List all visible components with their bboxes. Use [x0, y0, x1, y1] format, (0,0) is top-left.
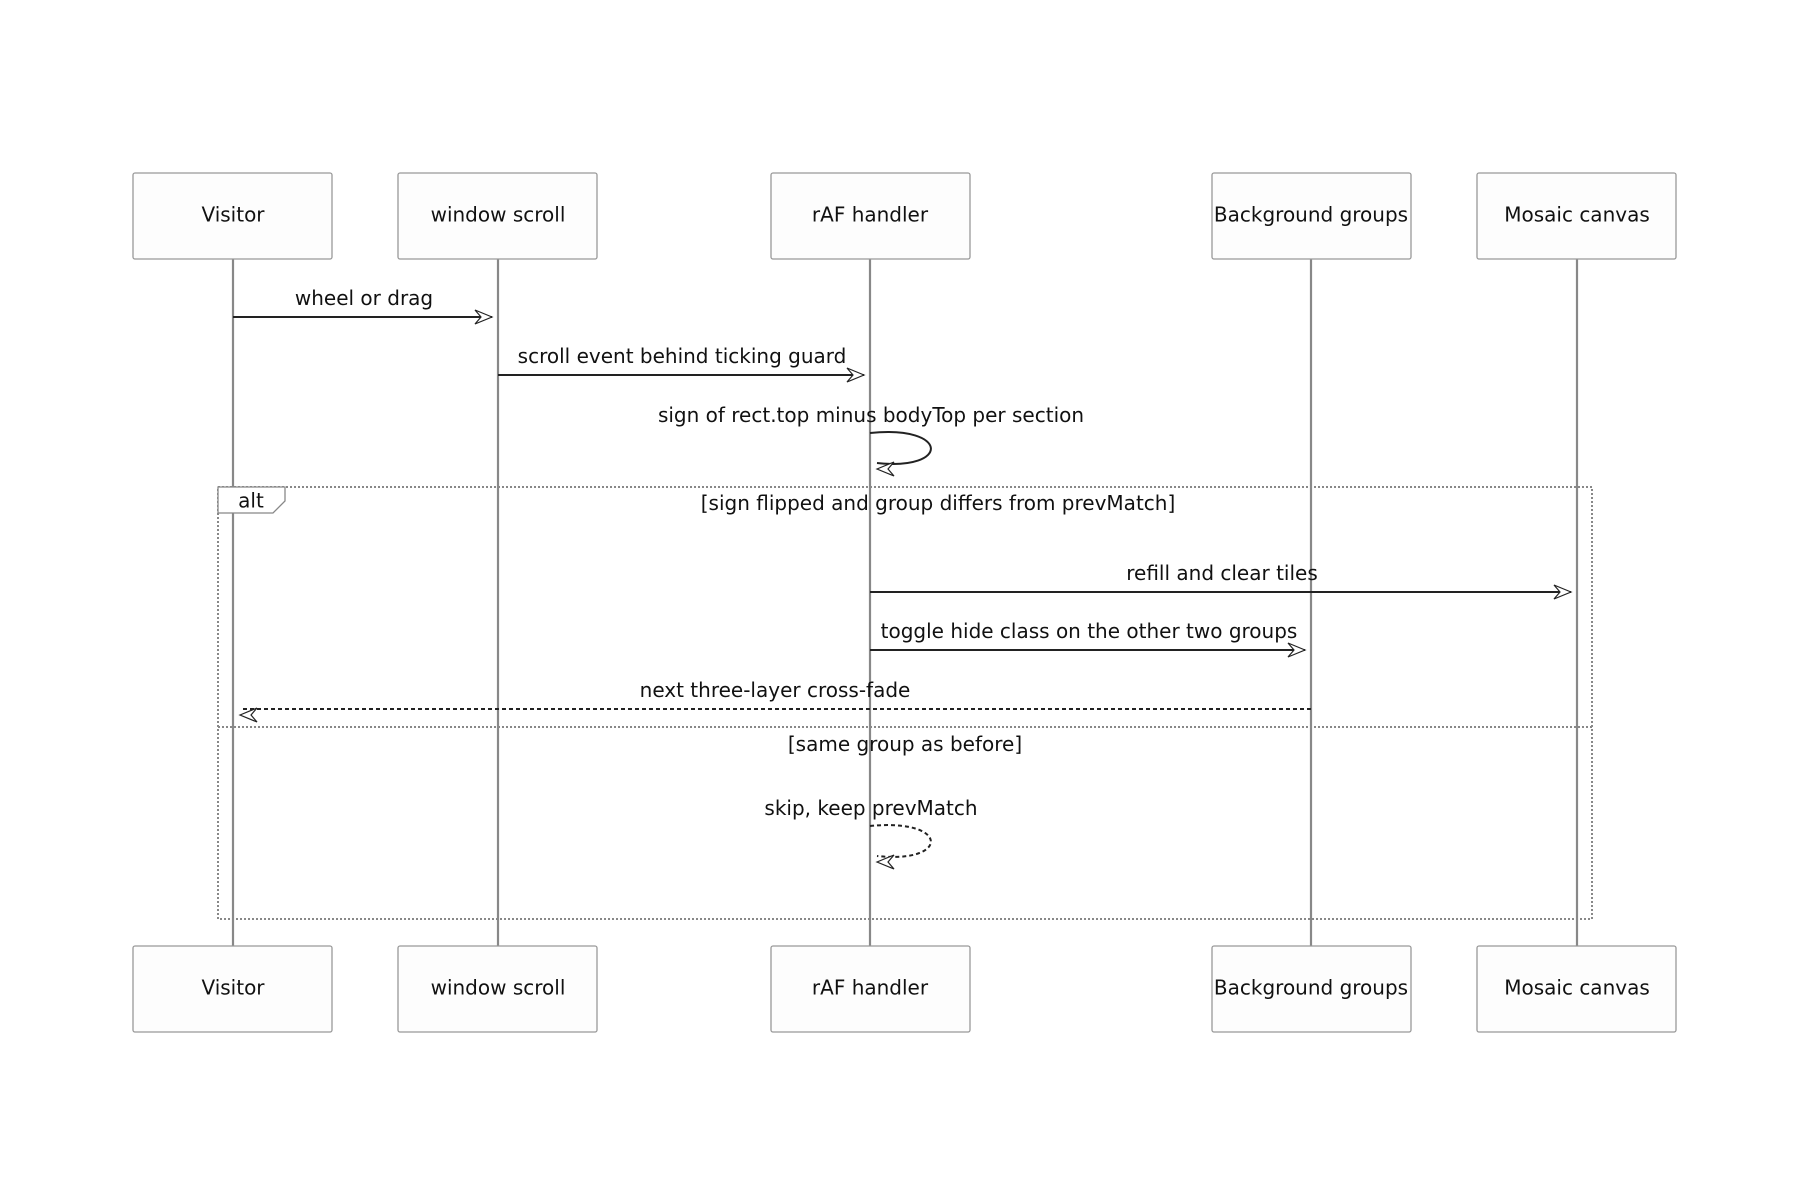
alt-frame-label: alt: [238, 489, 264, 513]
actor-box-background-groups: [1211, 172, 1412, 260]
actor-box-raf-handler: [770, 172, 971, 260]
alt-condition-1: [sign flipped and group differs from pre…: [701, 491, 1176, 515]
actor-box-background-groups-bottom: [1211, 945, 1412, 1033]
actor-label-background-groups: Background groups: [1214, 203, 1408, 227]
alt-condition-2: [same group as before]: [788, 732, 1022, 756]
message-loop-skip-keep-prevmatch: [869, 824, 932, 858]
message-label-toggle-hide-class: toggle hide class on the other two group…: [881, 619, 1298, 643]
arrowhead-scroll-event: [846, 367, 866, 383]
arrowhead-toggle-hide-class: [1287, 642, 1307, 658]
actor-label-mosaic-canvas: Mosaic canvas: [1504, 203, 1650, 227]
actor-box-window-scroll: [397, 172, 598, 260]
actor-box-visitor: [132, 172, 333, 260]
actor-label-mosaic-canvas-bottom: Mosaic canvas: [1504, 976, 1650, 1000]
arrowhead-cross-fade: [238, 707, 258, 723]
actors-top: Visitor window scroll rAF handler Backgr…: [132, 172, 1677, 260]
actor-box-mosaic-canvas: [1476, 172, 1677, 260]
message-label-sign-of-rect-top: sign of rect.top minus bodyTop per secti…: [658, 403, 1084, 427]
actor-box-raf-handler-bottom: [770, 945, 971, 1033]
arrowhead-skip-keep-prevmatch: [875, 854, 895, 870]
alt-frame-border: [217, 486, 1593, 920]
message-label-wheel-or-drag: wheel or drag: [295, 286, 433, 310]
actors-bottom: Visitor window scroll rAF handler Backgr…: [132, 945, 1677, 1033]
message-label-refill-and-clear-tiles: refill and clear tiles: [1126, 561, 1318, 585]
message-loop-sign-of-rect-top: [869, 431, 932, 465]
arrowhead-sign-of-rect-top: [875, 461, 895, 477]
message-label-skip-keep-prevmatch: skip, keep prevMatch: [764, 796, 977, 820]
actor-box-mosaic-canvas-bottom: [1476, 945, 1677, 1033]
actor-box-visitor-bottom: [132, 945, 333, 1033]
alt-frame-tab: [217, 486, 286, 514]
actor-label-background-groups-bottom: Background groups: [1214, 976, 1408, 1000]
actor-box-window-scroll-bottom: [397, 945, 598, 1033]
actor-label-visitor-bottom: Visitor: [201, 976, 265, 1000]
messages: wheel or drag scroll event behind tickin…: [233, 286, 1573, 870]
actor-label-window-scroll-bottom: window scroll: [431, 976, 566, 1000]
arrowhead-wheel-or-drag: [474, 309, 494, 325]
actor-label-raf-handler: rAF handler: [812, 203, 929, 227]
lifelines: [231, 259, 1579, 946]
actor-label-visitor: Visitor: [201, 203, 265, 227]
alt-frame: alt [sign flipped and group differs from…: [217, 486, 1593, 920]
message-label-cross-fade: next three-layer cross-fade: [640, 678, 911, 702]
actor-label-window-scroll: window scroll: [431, 203, 566, 227]
message-label-scroll-event: scroll event behind ticking guard: [518, 344, 847, 368]
actor-label-raf-handler-bottom: rAF handler: [812, 976, 929, 1000]
arrowhead-refill-and-clear-tiles: [1553, 584, 1573, 600]
